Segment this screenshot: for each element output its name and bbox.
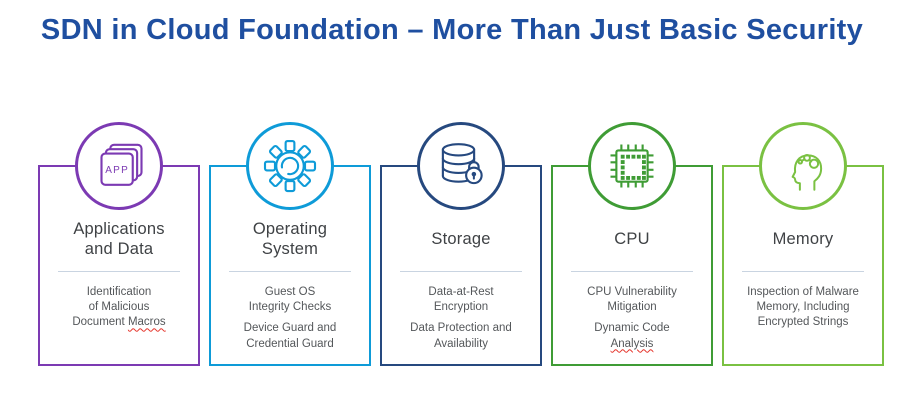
app-icon-label: APP	[105, 165, 129, 176]
card-body: Inspection of Malware Memory, Including …	[724, 285, 882, 331]
database-lock-icon-svg	[441, 143, 483, 185]
card-storage: Storage Data-at-Rest Encryption Data Pro…	[380, 122, 542, 366]
body-line: Analysis	[553, 337, 711, 352]
body-line: Identification	[86, 286, 152, 298]
body-line: Availability	[433, 337, 489, 350]
gear-icon-svg	[263, 139, 317, 193]
body-line: Device Guard and	[243, 322, 337, 335]
misspelled-word: Analysis	[610, 337, 654, 350]
body-line: Credential Guard	[246, 337, 334, 350]
body-line: Dynamic Code	[594, 322, 670, 335]
card-memory: Memory Inspection of Malware Memory, Inc…	[722, 122, 884, 366]
card-title-line: System	[261, 240, 319, 258]
body-line: of Malicious	[88, 301, 150, 314]
card-body: Guest OS Integrity Checks Device Guard a…	[211, 285, 369, 352]
divider	[400, 271, 522, 272]
body-line: Integrity Checks	[248, 301, 332, 314]
card-title: Operating System	[215, 220, 365, 260]
body-line: Encrypted Strings	[757, 316, 849, 329]
card-title: Storage	[386, 220, 536, 260]
head-circuit-icon	[759, 122, 847, 210]
app-stack-icon: APP	[75, 122, 163, 210]
card-title-line: Memory	[772, 230, 834, 249]
card-body: Data-at-Rest Encryption Data Protection …	[382, 285, 540, 352]
card-title-line: CPU	[614, 230, 650, 249]
divider	[58, 271, 180, 272]
card-title-line: Applications	[73, 220, 165, 239]
misspelled-word: Macros	[127, 316, 166, 329]
body-line: Data Protection and	[410, 322, 512, 335]
card-title: CPU	[557, 220, 707, 260]
divider	[229, 271, 351, 272]
body-line: Mitigation	[607, 301, 657, 314]
card-body: Identification of Malicious Document Mac…	[40, 285, 198, 331]
body-line: Data-at-Rest	[428, 286, 494, 298]
card-cpu: CPU CPU Vulnerability Mitigation Dynamic…	[551, 122, 713, 366]
card-title-line: and Data	[84, 240, 154, 258]
divider	[742, 271, 864, 272]
body-line: Memory, Including	[756, 301, 850, 314]
cpu-chip-icon	[588, 122, 676, 210]
cpu-chip-icon-svg	[610, 144, 654, 188]
card-title: Applications and Data	[44, 220, 194, 260]
card-body: CPU Vulnerability Mitigation Dynamic Cod…	[553, 285, 711, 352]
body-line: Encryption	[433, 301, 489, 314]
body-line: Guest OS	[264, 286, 316, 298]
card-title-line: Operating	[252, 220, 328, 239]
body-line: CPU Vulnerability	[587, 286, 677, 298]
body-line: Document Macros	[72, 316, 166, 329]
card-operating-system: Operating System Guest OS Integrity Chec…	[209, 122, 371, 366]
card-applications-and-data: APP Applications and Data Identification…	[38, 122, 200, 366]
cards-row: APP Applications and Data Identification…	[38, 122, 884, 366]
card-title: Memory	[728, 220, 878, 260]
app-stack-icon-svg: APP	[100, 143, 143, 186]
page-title: SDN in Cloud Foundation – More Than Just…	[40, 14, 864, 46]
gear-icon	[246, 122, 334, 210]
database-lock-icon	[417, 122, 505, 210]
body-line: Inspection of Malware	[747, 286, 859, 298]
card-title-line: Storage	[431, 230, 491, 249]
head-circuit-icon-svg	[791, 153, 823, 191]
divider	[571, 271, 693, 272]
